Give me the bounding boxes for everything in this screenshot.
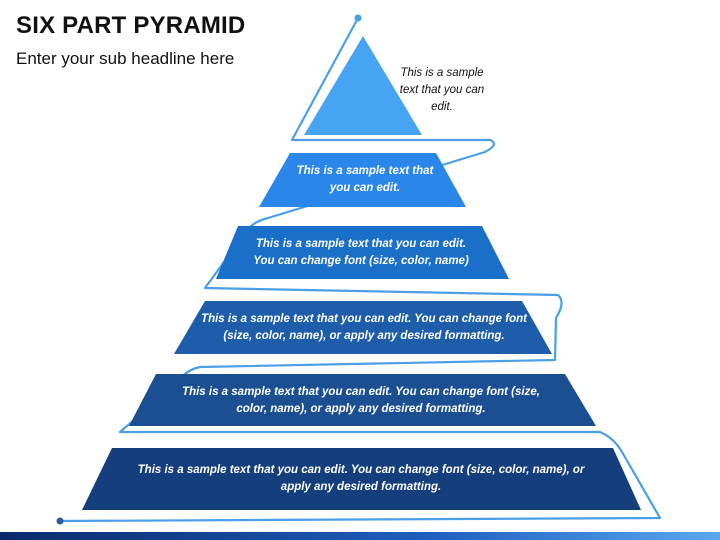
tier-5-text: This is a sample text that you can edit.… [182,386,540,415]
pyramid-tier-5 [129,374,596,426]
page-subtitle: Enter your sub headline here [16,49,235,68]
outline-end-dot [56,517,64,525]
pyramid-tier-2 [259,153,466,207]
tier-4-text: This is a sample text that you can edit.… [201,313,527,342]
pyramid-tier-1 [304,36,422,135]
outline-start-dot [354,14,362,22]
tier-2-text: This is a sample text that you can edit. [296,165,434,194]
page-title: SIX PART PYRAMID [16,12,246,39]
footer-gradient-bar [0,532,720,540]
pyramid-tier-6 [82,448,641,510]
tier-1-text: This is a sample text that you can edit. [399,67,485,113]
tier-3-text: This is a sample text that you can edit.… [253,238,469,267]
pyramid-outline [59,17,662,523]
pyramid-tier-4 [174,301,552,354]
pyramid-tier-3 [216,226,509,279]
tier-6-text: This is a sample text that you can edit.… [137,464,585,493]
